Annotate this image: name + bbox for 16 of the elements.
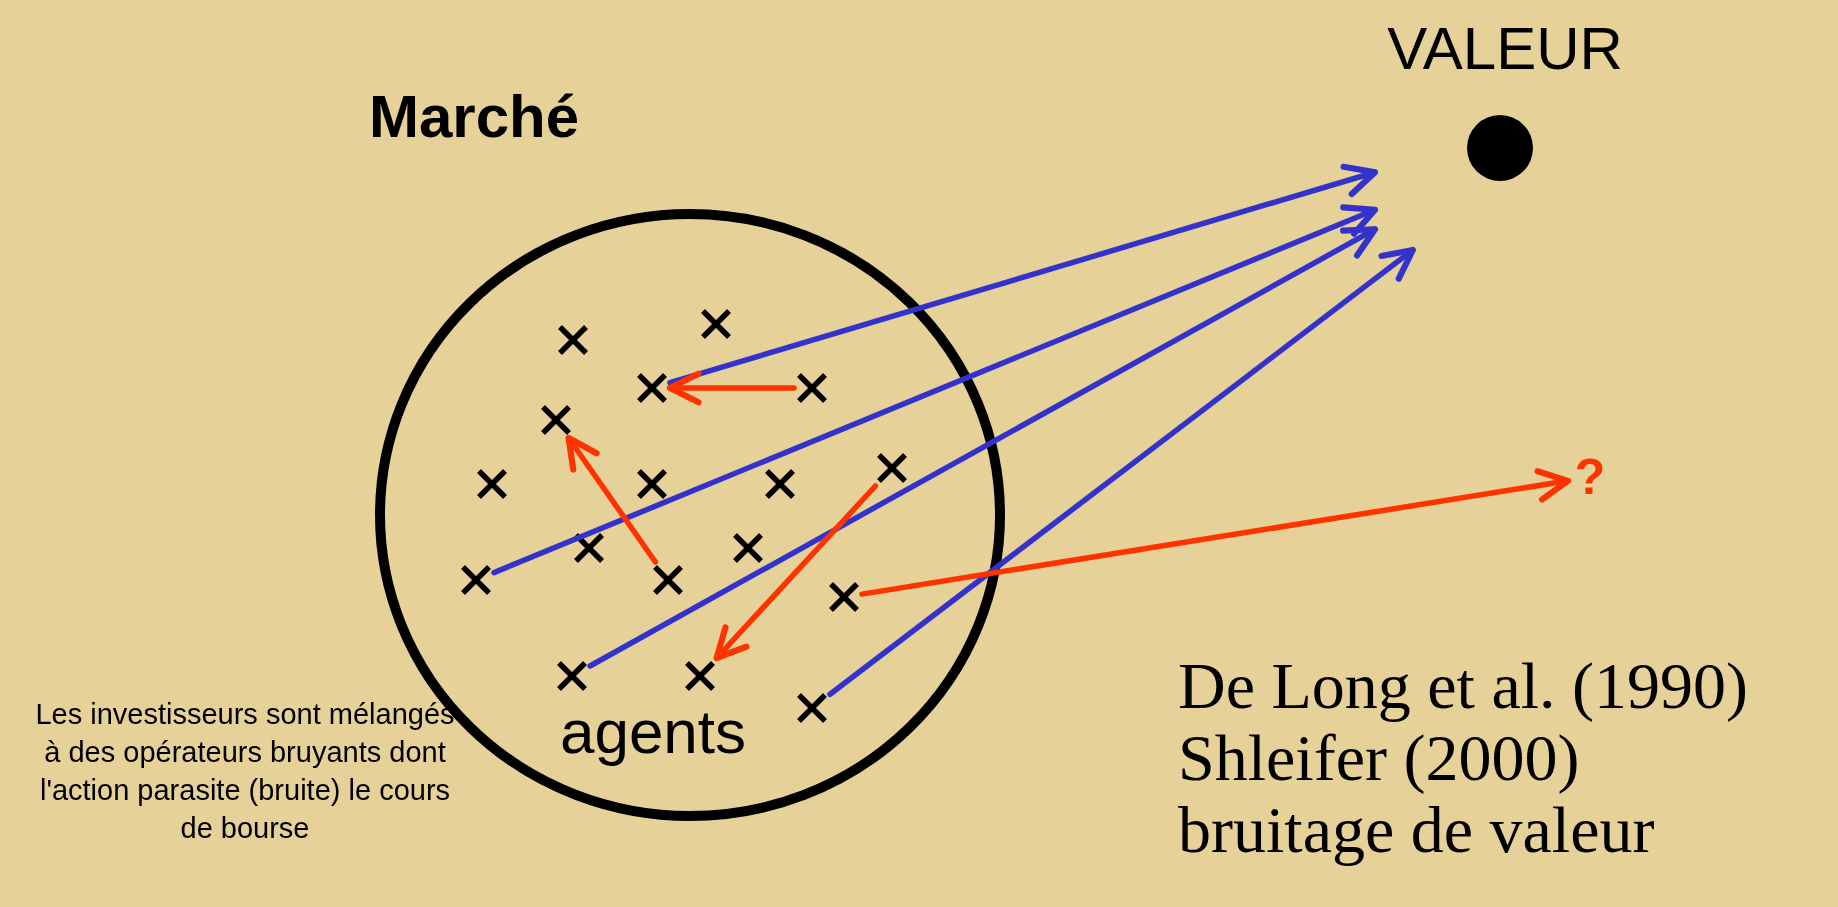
arrow (827, 246, 1416, 698)
note-paragraph: Les investisseurs sont mélangés à des opérateurs bruyants dont l'action parasite (bruite) le cours de bourse (34, 697, 456, 846)
arrow (666, 370, 797, 406)
reference-text: Shleifer (2000) (1178, 722, 1580, 794)
value-title: VALEUR (1386, 14, 1624, 83)
reference-text: De Long et al. (1990) (1178, 650, 1748, 722)
agents-label: agents (558, 696, 748, 767)
arrow (667, 163, 1379, 386)
question-mark: ? (1568, 445, 1612, 509)
market-title: Marché (369, 82, 580, 151)
arrow (491, 204, 1379, 576)
arrow (565, 434, 659, 565)
arrow (713, 483, 879, 662)
reference-text: bruitage de valeur (1178, 794, 1655, 866)
arrow (859, 468, 1572, 597)
arrow (587, 226, 1379, 669)
